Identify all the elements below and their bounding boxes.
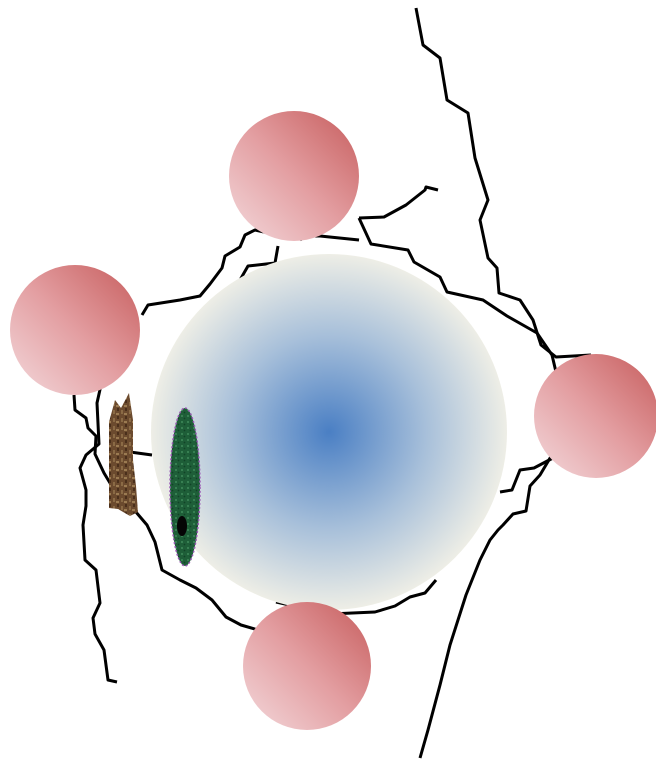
dark-spot xyxy=(177,516,187,536)
green-ellipse xyxy=(170,408,200,566)
line-right-lower xyxy=(500,458,553,492)
satellite-node-right xyxy=(534,354,656,478)
satellite-node-left xyxy=(10,265,140,395)
line-top-hook xyxy=(359,187,438,218)
central-sphere xyxy=(151,254,507,610)
satellite-node-bottom xyxy=(243,602,371,730)
brown-texture-block xyxy=(109,393,138,516)
satellite-node-top xyxy=(229,111,359,241)
line-left-small xyxy=(130,452,152,455)
